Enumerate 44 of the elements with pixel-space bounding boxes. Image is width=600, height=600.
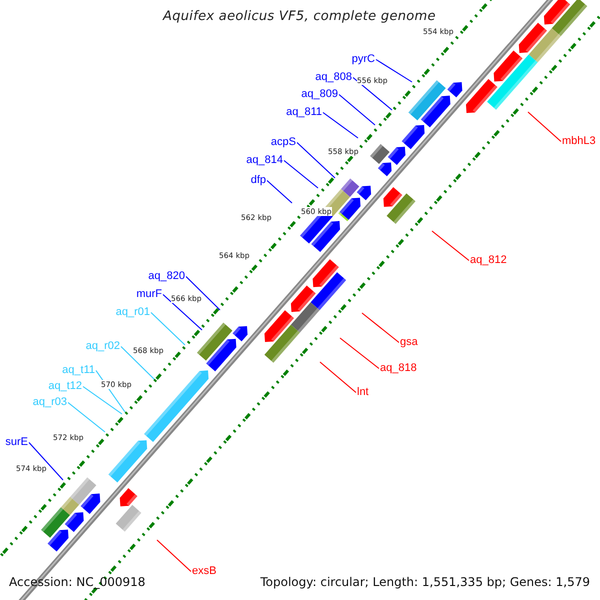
gene-label: aq_t11	[62, 364, 95, 377]
leader-line	[322, 112, 358, 138]
gene-label: aq_811	[286, 106, 322, 119]
gene-label: aq_r03	[32, 396, 67, 409]
leader-line	[284, 160, 318, 188]
gene-label: mbhL3	[562, 135, 596, 148]
gene-label: aq_820	[148, 270, 185, 283]
leader-line	[338, 94, 376, 126]
gene-label: aq_818	[380, 362, 417, 375]
gene-label: murF	[136, 288, 162, 301]
leader-line	[352, 77, 392, 110]
gene-label: dfp	[250, 174, 266, 187]
leader-line	[296, 142, 336, 178]
gene-label: exsB	[192, 565, 216, 578]
leader-line	[156, 540, 192, 572]
leader-line	[528, 112, 562, 142]
gene-label: aq_t12	[48, 380, 82, 393]
gene-label: surE	[5, 436, 28, 449]
leader-line	[68, 402, 106, 432]
leader-line	[120, 346, 156, 380]
leader-line	[320, 362, 356, 393]
leader-line	[340, 338, 380, 369]
gene-label: aq_812	[470, 254, 507, 267]
leader-line	[432, 230, 470, 261]
leader-line	[266, 180, 292, 204]
diagram-title: Aquifex aeolicus VF5, complete genome	[163, 9, 436, 24]
leader-line	[150, 312, 186, 346]
genome-info-label: Topology: circular; Length: 1,551,335 bp; Genes: 1,579	[260, 575, 590, 589]
gene-label: aq_r01	[116, 306, 150, 319]
gene-label: pyrC	[352, 53, 375, 66]
leader-line	[362, 312, 400, 343]
gene-label: aq_r02	[86, 340, 120, 353]
leader-line	[162, 294, 202, 330]
leader-line	[376, 59, 412, 82]
gene-label: acpS	[270, 136, 296, 149]
gene-label: aq_809	[301, 88, 338, 101]
gene-label: aq_808	[315, 71, 352, 84]
gene-label: aq_814	[246, 154, 283, 167]
leader-line	[28, 442, 64, 480]
accession-label: Accession: NC_000918	[9, 575, 146, 589]
leader-line	[186, 276, 220, 310]
gene-label: lnt	[357, 386, 369, 399]
leader-line	[82, 386, 122, 414]
gene-label: gsa	[400, 336, 418, 349]
